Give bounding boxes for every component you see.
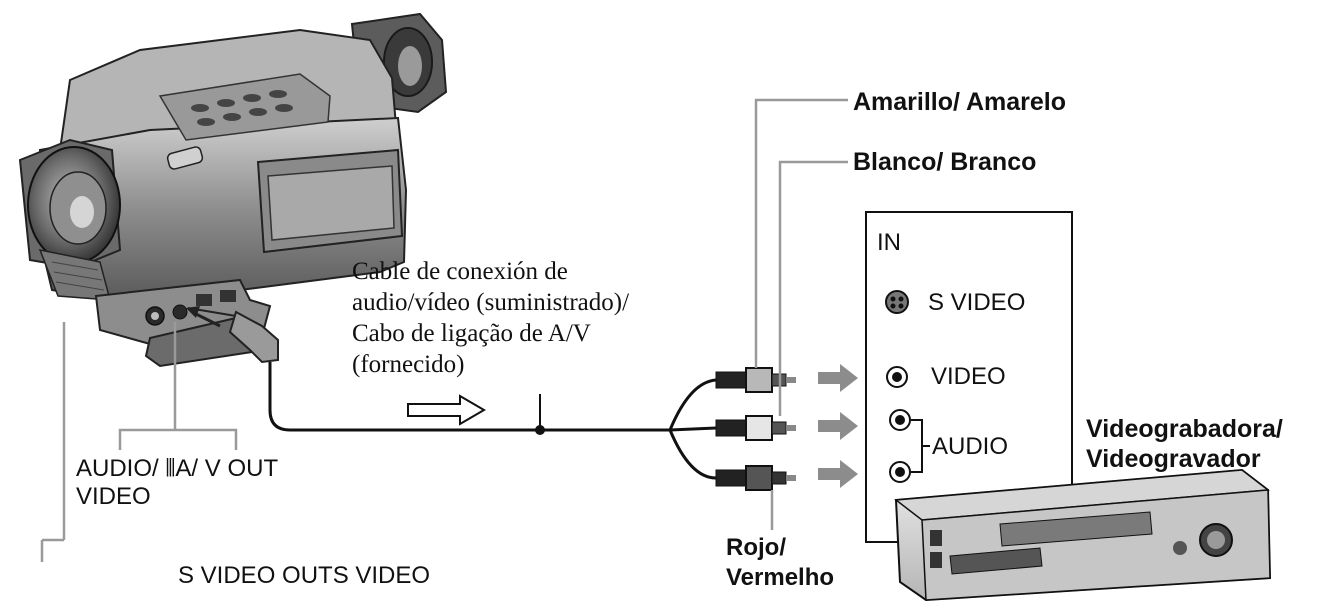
vcr-jacks [885, 290, 911, 483]
camcorder-illustration [18, 12, 448, 368]
yellow-plug-label: Amarillo/ Amarelo [853, 88, 1067, 116]
vcr-device-label: Videograbadora/ Videogravador [1086, 414, 1283, 474]
red-plug-label: Rojo/ Vermelho [726, 533, 834, 593]
input-arrows [818, 364, 858, 488]
audio-av-out-line2: VIDEO [76, 483, 151, 510]
rca-plugs [715, 367, 796, 491]
audio-av-out-line1: AUDIO/ ⫴A/ V OUT [76, 455, 279, 482]
plug-leader-lines [754, 98, 848, 530]
cable-label: Cable de conexión de audio/vídeo (sumini… [352, 256, 629, 380]
camera-leader-lines [40, 322, 238, 562]
cable-label-line4: (fornecido) [352, 351, 465, 378]
cable-label-line3: Cabo de ligação de A/V [352, 320, 591, 347]
vcr-label-line1: Videograbadora/ [1086, 415, 1283, 443]
s-video-out-label: S VIDEO OUTS VIDEO [178, 562, 431, 589]
vcr-label-line2: Videogravador [1086, 445, 1261, 473]
vcr-in-label: IN [877, 229, 901, 256]
av-cable [268, 362, 717, 480]
red-label-line2: Vermelho [726, 564, 835, 591]
vcr-s-video-label: S VIDEO [928, 289, 1026, 316]
vcr-video-label: VIDEO [931, 363, 1006, 390]
audio-av-out-label: AUDIO/ ⫴A/ V OUT VIDEO [76, 455, 278, 511]
red-label-line1: Rojo/ [726, 534, 786, 561]
white-plug-label: Blanco/ Branco [853, 148, 1037, 176]
signal-direction-arrow [407, 394, 486, 426]
cable-label-line2: audio/vídeo (suministrado)/ [352, 289, 630, 316]
vcr-illustration [894, 468, 1272, 601]
cable-label-line1: Cable de conexión de [352, 258, 568, 285]
vcr-audio-label: AUDIO [932, 433, 1009, 460]
